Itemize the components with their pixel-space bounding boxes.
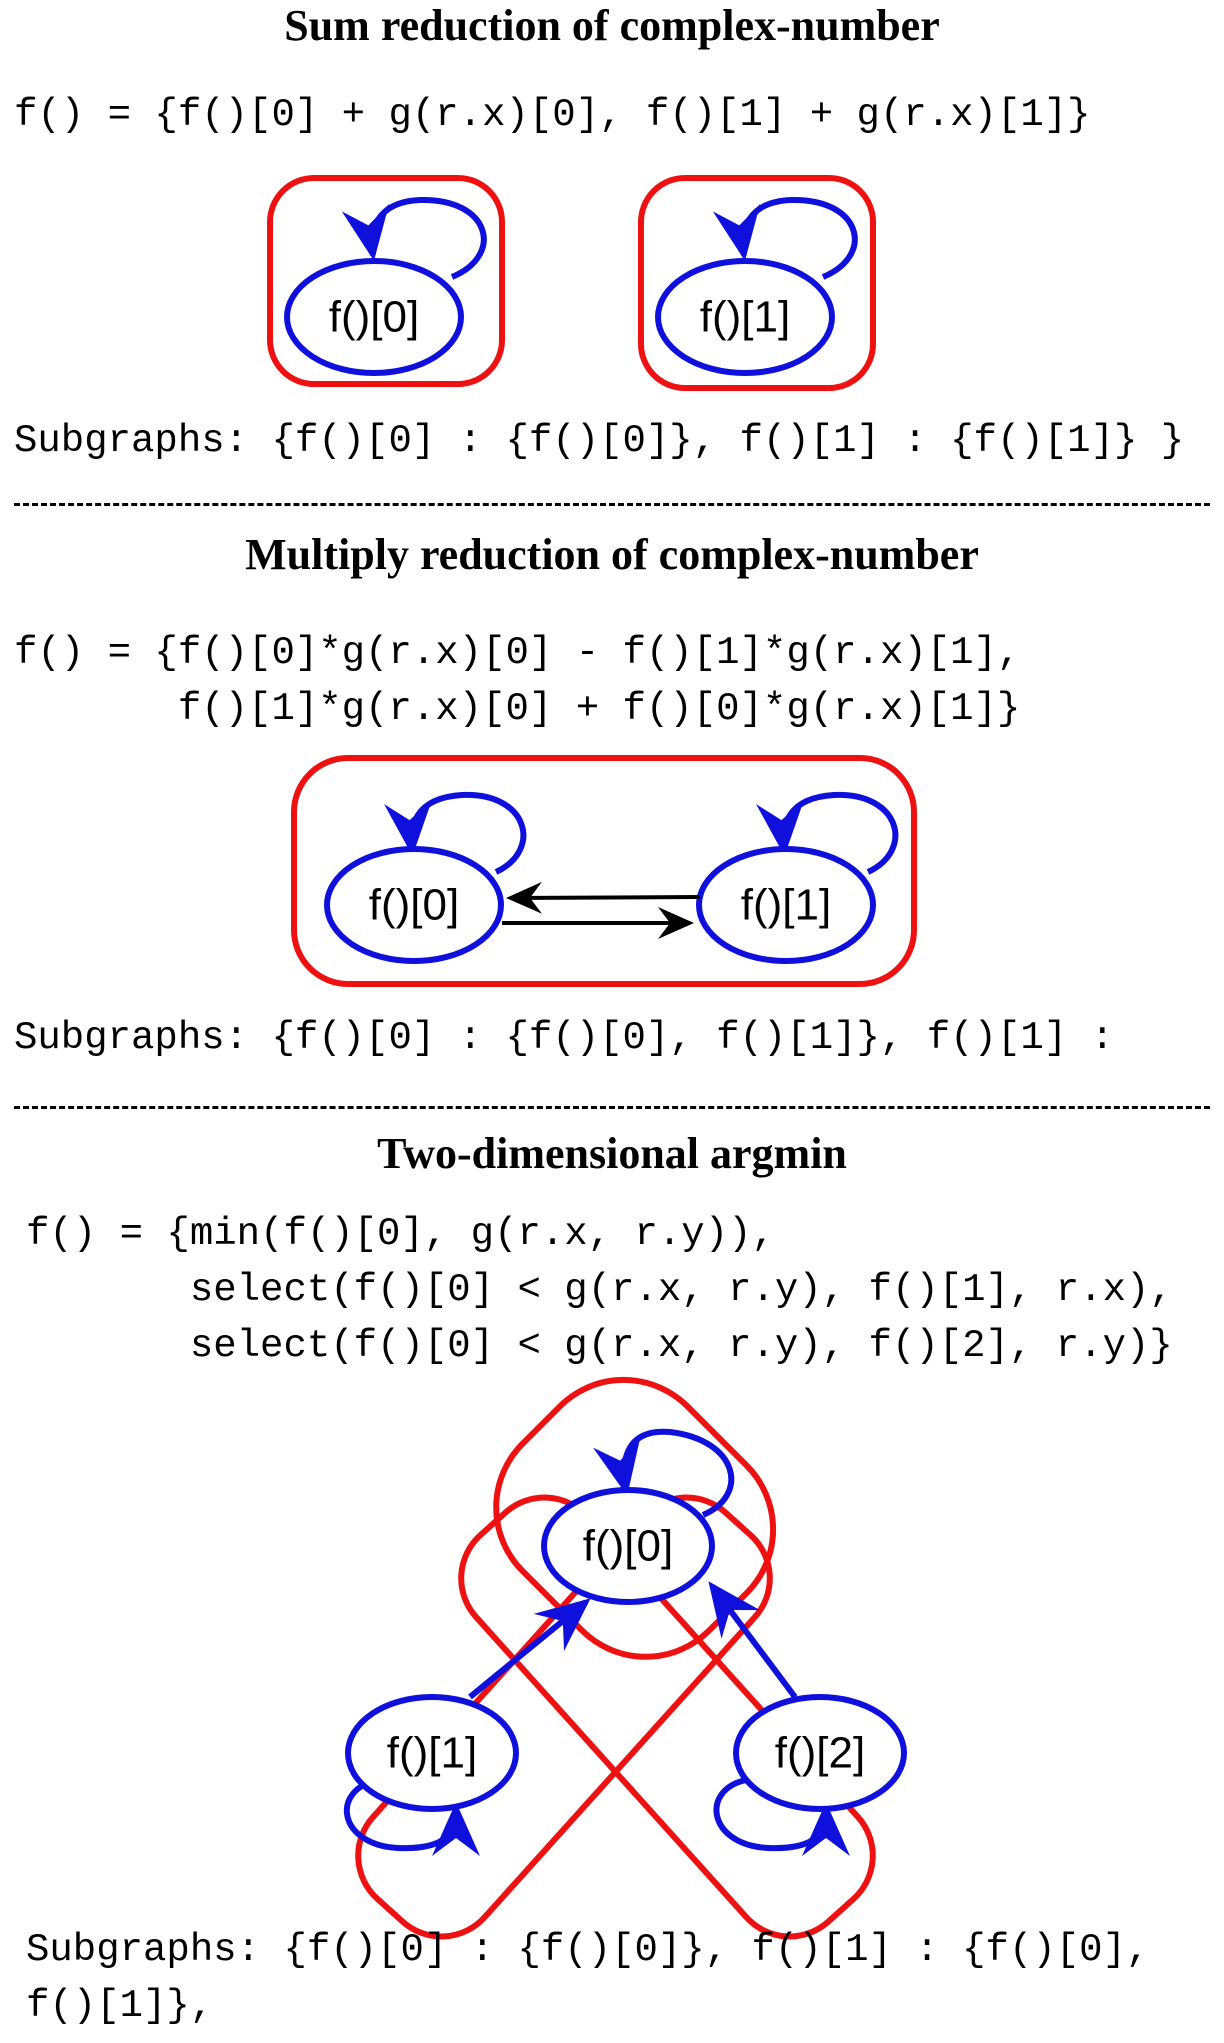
self-loop-edge-f2 [713,1777,850,1857]
section3-code-line3: select(f()[0] < g(r.x, r.y), f()[2], r.y… [26,1324,1173,1368]
section3-code-line1: f() = {min(f()[0], g(r.x, r.y)), [26,1212,775,1256]
edge-f1-to-f0 [506,881,701,914]
section1-code-line1: f() = {f()[0] + g(r.x)[0], f()[1] + g(r.… [14,93,1091,137]
node-label-f0: f()[0] [369,881,459,930]
section2-subgraphs: Subgraphs: {f()[0] : {f()[0], f()[1]}, f… [14,1016,1114,1060]
node-f0 [324,846,504,964]
self-loop-edge-f1 [343,1777,480,1857]
section1-subgraphs: Subgraphs: {f()[0] : {f()[0]}, f()[1] : … [14,419,1185,463]
section-divider-1 [14,503,1210,506]
node-label-f0: f()[0] [329,293,419,342]
node-f2 [733,1694,907,1812]
node-label-f1: f()[1] [741,881,831,930]
node-label-f1: f()[1] [387,1729,477,1778]
edge-f1-to-f0 [468,1598,591,1700]
section3-title: Two-dimensional argmin [377,1129,847,1178]
section2-code-line2: f()[1]*g(r.x)[0] + f()[0]*g(r.x)[1]} [14,687,1021,731]
section2-diagram: f()[0] f()[1] [291,755,917,987]
self-loop-edge-f0 [384,791,527,875]
edge-f2-to-f0 [708,1581,798,1699]
self-loop-edge-f1 [756,791,899,875]
section1-title: Sum reduction of complex-number [284,1,940,50]
section3-diagram: f()[0] f()[1] f()[2] [343,1376,907,1940]
node-f0 [541,1487,715,1605]
subgraph-box-f1 [638,175,876,391]
self-loop-edge-f0 [341,196,487,280]
section-divider-2 [14,1106,1210,1109]
section1-diagram: f()[0] f()[1] [267,175,876,391]
subgraph-box-f0-f1 [291,755,917,987]
subgraph-box-f0 [267,175,505,387]
node-f0 [284,258,464,376]
node-f1 [696,846,876,964]
subgraph-box-f2 [458,1494,876,1940]
section3-subgraphs-line2: f()[1]}, [26,1984,214,2028]
self-loop-edge-f1 [712,196,858,280]
section3-subgraphs-line1: Subgraphs: {f()[0] : {f()[0]}, f()[1] : … [26,1928,1150,1972]
self-loop-edge-f0 [593,1428,735,1518]
node-label-f0: f()[0] [583,1522,673,1571]
node-label-f2: f()[2] [775,1729,865,1778]
node-label-f1: f()[1] [700,293,790,342]
section2-code-line1: f() = {f()[0]*g(r.x)[0] - f()[1]*g(r.x)[… [14,631,1021,675]
section3-code-line2: select(f()[0] < g(r.x, r.y), f()[1], r.x… [26,1268,1173,1312]
section2-title: Multiply reduction of complex-number [245,530,979,579]
node-f1 [345,1694,519,1812]
node-f1 [655,258,835,376]
